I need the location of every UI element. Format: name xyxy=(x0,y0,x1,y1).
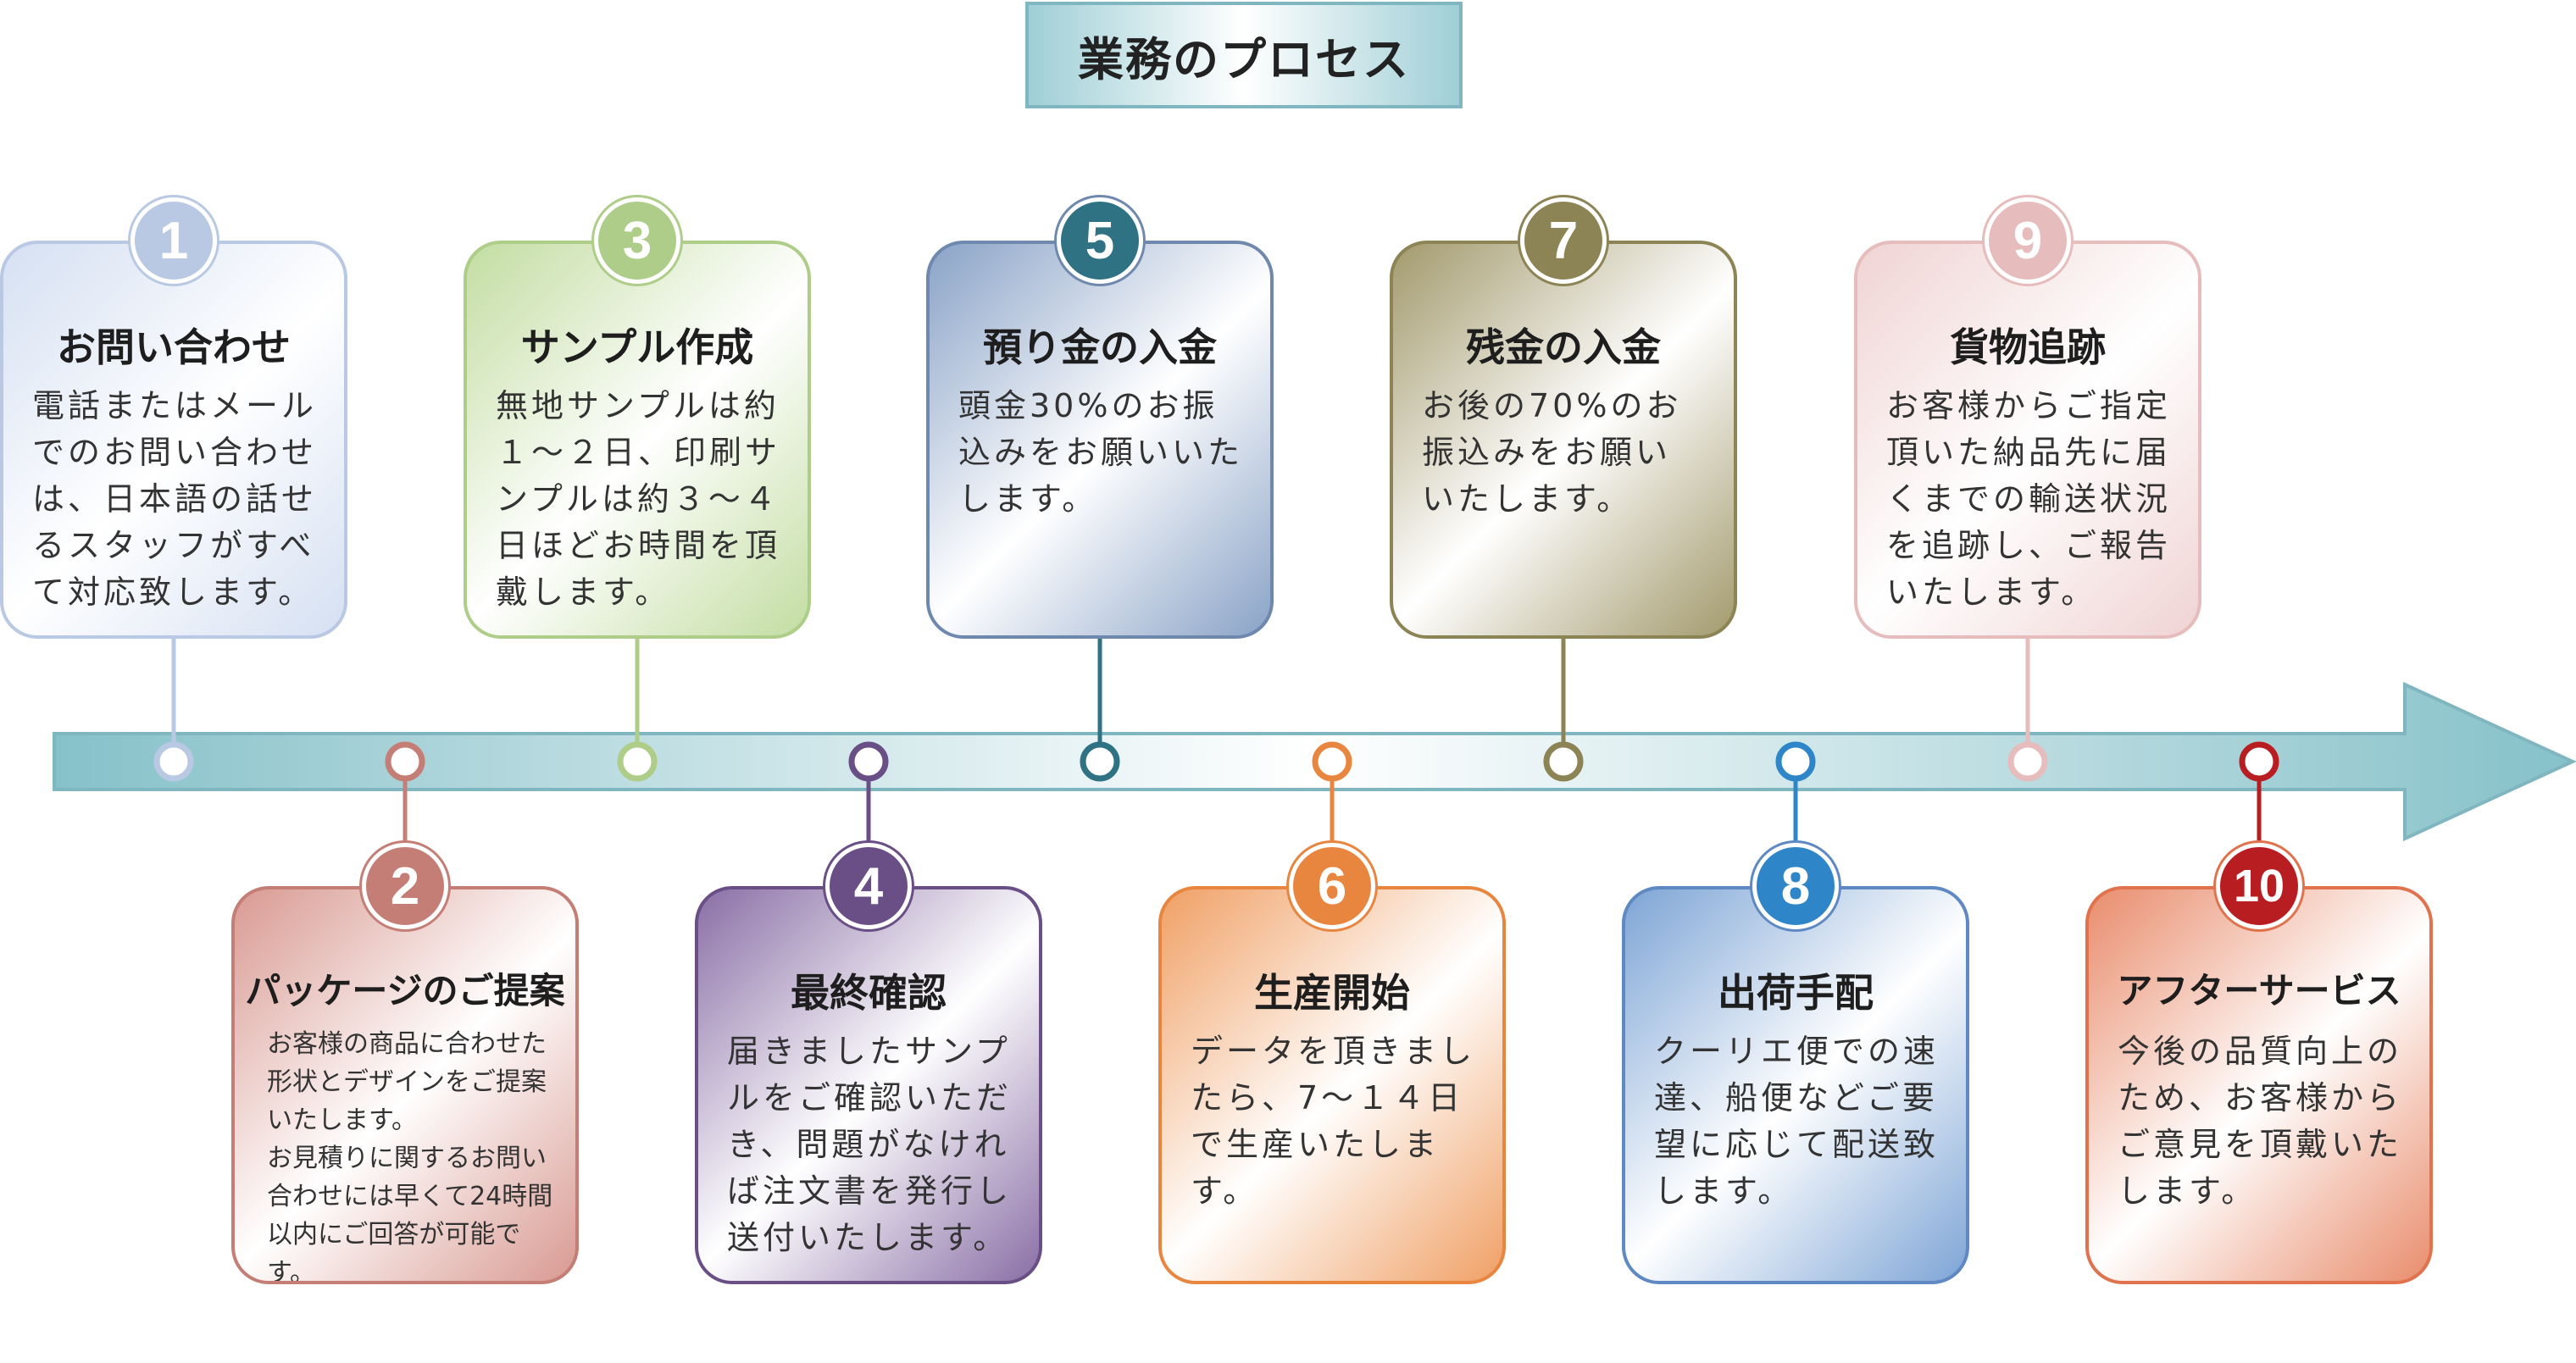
step-description: クーリエ便での速 達、船便などご要 望に応じて配送致 します。 xyxy=(1654,1033,1940,1210)
step-number-badge-1: 1 xyxy=(130,197,217,284)
step-number-badge-8: 8 xyxy=(1752,843,1839,929)
step-card-4: 最終確認届きましたサンプ ルをご確認いただ き、問題がなけれ ば注文書を発行し … xyxy=(695,886,1042,1284)
step-card-8: 出荷手配クーリエ便での速 達、船便などご要 望に応じて配送致 します。 xyxy=(1622,886,1969,1284)
step-title: パッケージのご提案 xyxy=(245,970,565,1011)
step-description: お客様の商品に合わせた 形状とデザインをご提案 いたします。 お見積りに関するお… xyxy=(267,1029,553,1284)
step-description: 電話またはメール でのお問い合わせ は、日本語の話せ るスタッフがすべ て対応致… xyxy=(32,387,318,611)
step-description: 無地サンプルは約 １～２日、印刷サ ンプルは約３～４ 日ほどお時間を頂 戴します… xyxy=(496,387,781,611)
step-number-badge-2: 2 xyxy=(362,843,448,929)
step-title: 生産開始 xyxy=(1254,970,1410,1016)
step-number-badge-10: 10 xyxy=(2216,843,2302,929)
step-title: 預り金の入金 xyxy=(983,324,1217,370)
step-description: 届きましたサンプ ルをご確認いただ き、問題がなけれ ば注文書を発行し 送付いた… xyxy=(727,1033,1013,1256)
step-title: サンプル作成 xyxy=(520,324,754,370)
step-title: アフターサービス xyxy=(2117,970,2401,1011)
step-description: お後の70%のお 振込みをお願い いたします。 xyxy=(1422,387,1682,518)
step-title: 貨物追跡 xyxy=(1950,324,2106,370)
step-title: 残金の入金 xyxy=(1466,324,1661,370)
timeline-node-7 xyxy=(1543,741,1584,782)
step-card-9: 貨物追跡お客様からご指定 頂いた納品先に届 くまでの輸送状況 を追跡し、ご報告 … xyxy=(1854,241,2201,639)
timeline-node-9 xyxy=(2007,741,2048,782)
diagram-title: 業務のプロセス xyxy=(1025,2,1463,108)
step-description: 頭金30%のお振 込みをお願いいた します。 xyxy=(958,387,1244,518)
timeline-node-1 xyxy=(153,741,194,782)
step-title: 出荷手配 xyxy=(1718,970,1874,1016)
step-card-2: パッケージのご提案お客様の商品に合わせた 形状とデザインをご提案 いたします。 … xyxy=(231,886,579,1284)
step-card-6: 生産開始データを頂きまし たら、7～１４日 で生産いたします。 xyxy=(1158,886,1506,1284)
step-number-badge-3: 3 xyxy=(594,197,680,284)
timeline-node-6 xyxy=(1312,741,1352,782)
timeline-node-4 xyxy=(848,741,889,782)
timeline-node-10 xyxy=(2239,741,2279,782)
timeline-node-2 xyxy=(385,741,425,782)
step-title: お問い合わせ xyxy=(57,324,291,370)
step-card-3: サンプル作成無地サンプルは約 １～２日、印刷サ ンプルは約３～４ 日ほどお時間を… xyxy=(464,241,811,639)
step-card-1: お問い合わせ電話またはメール でのお問い合わせ は、日本語の話せ るスタッフがす… xyxy=(0,241,347,639)
step-number-badge-5: 5 xyxy=(1057,197,1143,284)
step-description: 今後の品質向上の ため、お客様から ご意見を頂戴いた します。 xyxy=(2118,1033,2403,1210)
step-description: お客様からご指定 頂いた納品先に届 くまでの輸送状況 を追跡し、ご報告 いたしま… xyxy=(1886,387,2172,611)
step-card-10: アフターサービス今後の品質向上の ため、お客様から ご意見を頂戴いた します。 xyxy=(2085,886,2433,1284)
step-description: データを頂きまし たら、7～１４日 で生産いたします。 xyxy=(1191,1033,1476,1210)
step-number-badge-9: 9 xyxy=(1985,197,2071,284)
step-card-5: 預り金の入金頭金30%のお振 込みをお願いいた します。 xyxy=(926,241,1274,639)
step-card-7: 残金の入金お後の70%のお 振込みをお願い いたします。 xyxy=(1390,241,1737,639)
step-title: 最終確認 xyxy=(791,970,947,1016)
timeline-node-3 xyxy=(617,741,658,782)
step-number-badge-6: 6 xyxy=(1289,843,1375,929)
connectors xyxy=(153,639,2279,886)
timeline-node-5 xyxy=(1080,741,1120,782)
timeline-node-8 xyxy=(1775,741,1816,782)
step-number-badge-4: 4 xyxy=(825,843,912,929)
step-number-badge-7: 7 xyxy=(1520,197,1607,284)
